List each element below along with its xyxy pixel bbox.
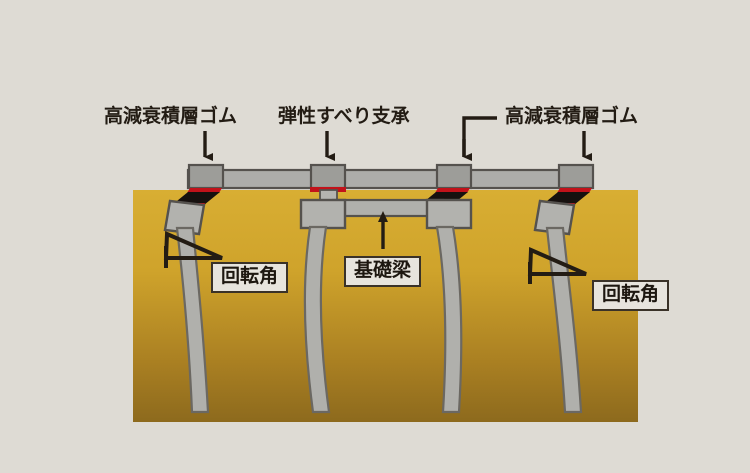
pile-cap-3 bbox=[425, 198, 473, 230]
callout-leader-right-bearings bbox=[462, 116, 592, 161]
callout-leader-foundation-beam bbox=[378, 211, 388, 249]
pile-2 bbox=[303, 225, 331, 414]
pile-1 bbox=[175, 226, 210, 414]
label-right-bearing: 高減衰積層ゴム bbox=[505, 105, 639, 127]
boxed-label-rotation-angle-left: 回転角 bbox=[211, 262, 289, 293]
rotation-angle-indicator-left bbox=[163, 230, 223, 268]
label-left-bearing: 高減衰積層ゴム bbox=[104, 105, 238, 127]
pile-3 bbox=[435, 225, 463, 414]
rotation-angle-indicator-right bbox=[527, 246, 587, 284]
pile-cap-1 bbox=[163, 199, 206, 236]
label-middle-bearing: 弾性すべり支承 bbox=[278, 105, 410, 127]
pile-cap-2 bbox=[299, 198, 347, 230]
boxed-label-foundation-beam: 基礎梁 bbox=[344, 256, 422, 287]
boxed-label-rotation-angle-right: 回転角 bbox=[592, 280, 670, 311]
superstructure-girder bbox=[186, 163, 595, 190]
pile-cap-4 bbox=[533, 199, 576, 236]
